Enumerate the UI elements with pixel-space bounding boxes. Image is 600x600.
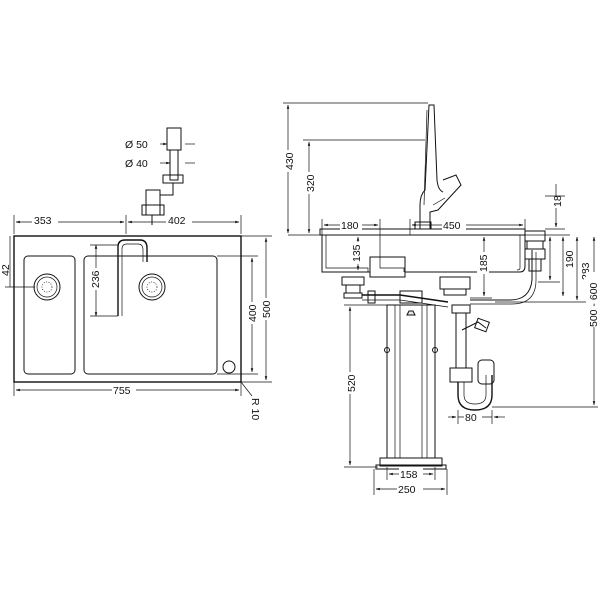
- dim-190-label: 190: [564, 250, 576, 268]
- left-drain-icon: [341, 276, 365, 299]
- overflow-fitting-icon: [524, 230, 546, 272]
- dim-353-label: 353: [34, 215, 52, 227]
- radius-label: R 10: [249, 398, 261, 420]
- dim-320-label: 320: [305, 174, 317, 192]
- dim-180-label: 180: [341, 220, 359, 232]
- dim-402-label: 402: [168, 215, 186, 227]
- dim-500-label: 500: [261, 300, 273, 318]
- small-basin: [23, 255, 76, 375]
- large-basin: [83, 255, 218, 375]
- diameter-40-label: Ø 40: [125, 158, 148, 170]
- faucet-assembly-icon: [141, 127, 184, 225]
- sink-outline: [13, 235, 242, 383]
- diameter-50-label: Ø 50: [125, 139, 148, 151]
- dim-185-label: 185: [478, 254, 490, 272]
- dim-250-label: 250: [398, 484, 416, 496]
- dim-500-600-label: 500 - 600: [588, 282, 600, 327]
- dim-520-label: 520: [346, 374, 358, 392]
- dim-430-label: 430: [284, 152, 296, 170]
- plan-view: Ø 50 Ø 40 353 402 755 R 10 42 236: [0, 127, 273, 420]
- dim-135-label: 135: [351, 244, 363, 262]
- small-drain-icon: [33, 273, 61, 301]
- dim-42-label: 42: [0, 264, 12, 276]
- drain-hose: [117, 239, 148, 316]
- dim-18-label: 18: [552, 195, 564, 207]
- dim-755-label: 755: [113, 385, 131, 397]
- support-stand: [375, 304, 447, 470]
- faucet-icon: [414, 104, 462, 230]
- dim-450-label: 450: [443, 220, 461, 232]
- dim-80-label: 80: [465, 412, 477, 424]
- large-drain-icon: [138, 273, 166, 301]
- overflow-icon: [222, 360, 236, 374]
- dim-400-label: 400: [247, 304, 259, 322]
- side-view: 430 320 180 450 135 185 18: [282, 102, 600, 496]
- siphon-trap-icon: [449, 304, 495, 411]
- dim-236-label: 236: [90, 270, 102, 288]
- dim-158-label: 158: [400, 469, 418, 481]
